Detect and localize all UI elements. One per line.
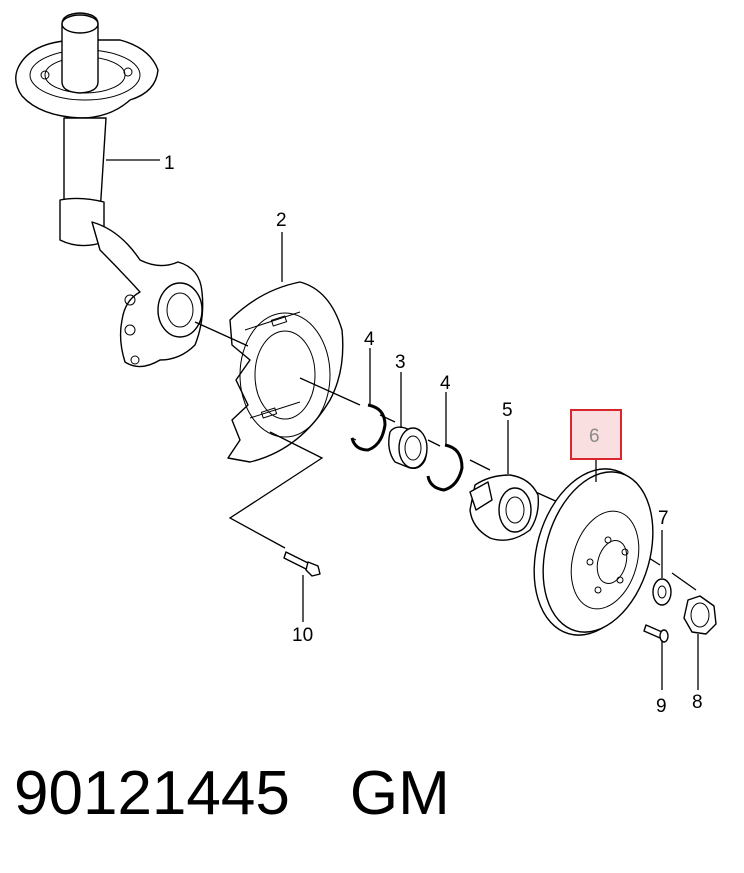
callout-8: 8	[692, 692, 703, 713]
callout-3: 3	[395, 352, 406, 373]
part-number: 90121445	[14, 759, 290, 828]
circlip-right	[426, 443, 464, 492]
callout-4-left: 4	[364, 329, 375, 350]
callout-5: 5	[502, 400, 513, 421]
callout-2: 2	[276, 210, 287, 231]
highlight-box	[570, 409, 622, 460]
callout-6: 6	[589, 426, 600, 447]
brake-disc	[533, 468, 654, 636]
washer	[652, 578, 672, 606]
wheel-hub	[469, 474, 540, 541]
splash-shield	[227, 281, 344, 463]
shield-bolt	[283, 551, 321, 577]
hub-nut	[683, 595, 717, 635]
callout-9: 9	[656, 696, 667, 717]
callout-7: 7	[658, 508, 669, 529]
strut-assembly	[15, 12, 204, 368]
footer-part-label: 90121445 GM	[14, 758, 450, 829]
brand-name: GM	[349, 759, 450, 828]
leader-lines	[106, 159, 699, 690]
circlip-left	[350, 403, 387, 452]
callout-10: 10	[292, 625, 313, 646]
wheel-bearing	[388, 426, 428, 470]
callout-1: 1	[164, 153, 175, 174]
disc-screw	[643, 624, 669, 643]
callout-4-right: 4	[440, 373, 451, 394]
